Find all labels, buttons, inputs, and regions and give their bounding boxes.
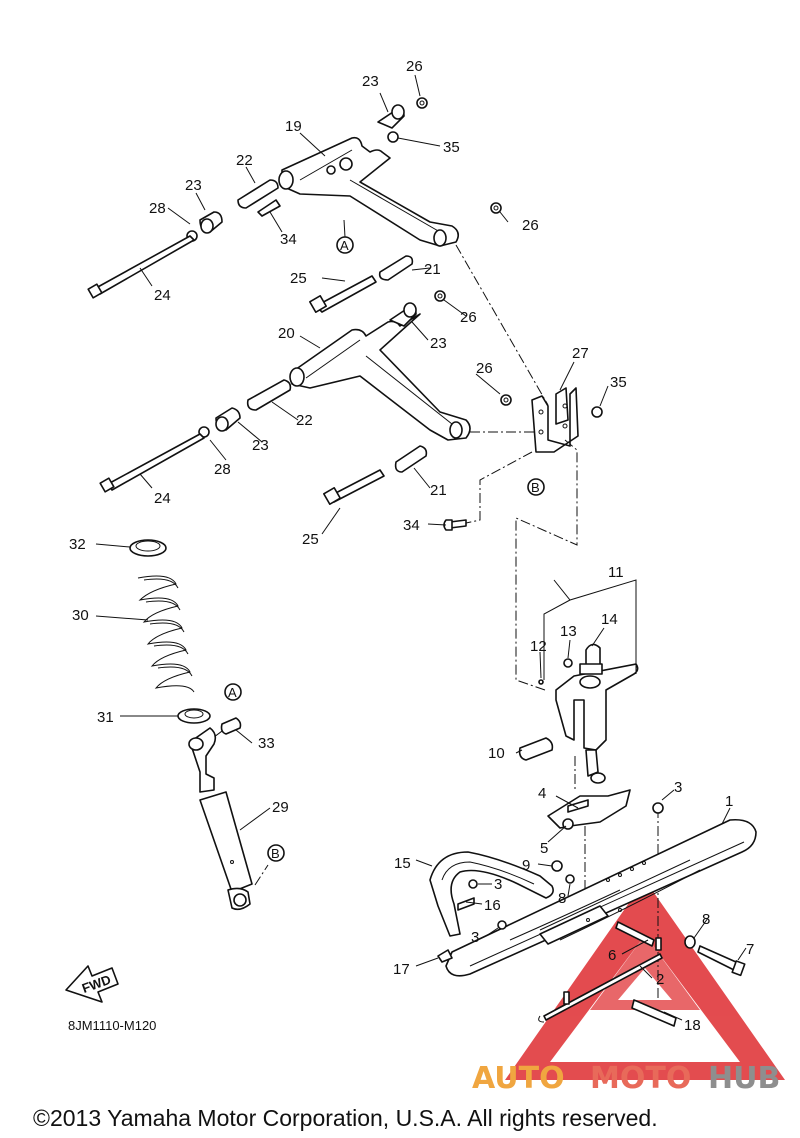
callout-26: 26 bbox=[522, 217, 539, 234]
callout-8: 8 bbox=[702, 911, 710, 928]
callout-16: 16 bbox=[484, 897, 501, 914]
lower-a-arm bbox=[289, 313, 471, 441]
callout-31: 31 bbox=[97, 709, 114, 726]
svg-text:B: B bbox=[271, 846, 280, 861]
callout-8: 8 bbox=[558, 890, 566, 907]
upper-a-arm bbox=[278, 136, 460, 247]
callout-9: 9 bbox=[522, 857, 530, 874]
callout-33: 33 bbox=[258, 735, 275, 752]
callout-23: 23 bbox=[430, 335, 447, 352]
callout-6: 6 bbox=[608, 947, 616, 964]
svg-text:A: A bbox=[340, 238, 349, 253]
callout-7: 7 bbox=[746, 941, 754, 958]
callout-18: 18 bbox=[684, 1017, 701, 1034]
marker-b-shock: B bbox=[267, 844, 285, 862]
svg-text:MOTO: MOTO bbox=[590, 1061, 691, 1096]
ski bbox=[445, 818, 757, 977]
shock-assembly bbox=[129, 539, 253, 911]
svg-text:AUTO: AUTO bbox=[472, 1061, 565, 1096]
spindle-assembly bbox=[518, 643, 639, 830]
callout-29: 29 bbox=[272, 799, 289, 816]
watermark-logo bbox=[505, 880, 785, 1080]
fwd-arrow: FWD bbox=[65, 965, 119, 1003]
callout-34: 34 bbox=[280, 231, 297, 248]
callout-3: 3 bbox=[674, 779, 682, 796]
callout-23: 23 bbox=[252, 437, 269, 454]
callout-19: 19 bbox=[285, 118, 302, 135]
callout-4: 4 bbox=[538, 785, 546, 802]
marker-a-upper: A bbox=[336, 236, 354, 254]
callout-2: 2 bbox=[656, 971, 664, 988]
callout-21: 21 bbox=[430, 482, 447, 499]
callout-17: 17 bbox=[393, 961, 410, 978]
callout-3: 3 bbox=[471, 929, 479, 946]
callout-12: 12 bbox=[530, 638, 547, 655]
callout-labels: 23 26 35 19 22 23 28 34 26 24 25 21 26 2… bbox=[69, 58, 754, 1034]
callout-35: 35 bbox=[610, 374, 627, 391]
callout-26: 26 bbox=[406, 58, 423, 75]
callout-34: 34 bbox=[403, 517, 420, 534]
callout-26: 26 bbox=[460, 309, 477, 326]
callout-13: 13 bbox=[560, 623, 577, 640]
callout-25: 25 bbox=[302, 531, 319, 548]
callout-24: 24 bbox=[154, 287, 171, 304]
callout-21: 21 bbox=[424, 261, 441, 278]
callout-25: 25 bbox=[290, 270, 307, 287]
callout-27: 27 bbox=[572, 345, 589, 362]
callout-35: 35 bbox=[443, 139, 460, 156]
callout-28: 28 bbox=[149, 200, 166, 217]
callout-11: 11 bbox=[608, 564, 624, 581]
svg-text:A: A bbox=[228, 685, 237, 700]
svg-text:HUB: HUB bbox=[708, 1061, 780, 1096]
diagram-code: 8JM1110-M120 bbox=[68, 1018, 156, 1033]
callout-14: 14 bbox=[601, 611, 618, 628]
svg-text:B: B bbox=[531, 480, 540, 495]
callout-3: 3 bbox=[494, 876, 502, 893]
callout-1: 1 bbox=[725, 793, 733, 810]
callout-5: 5 bbox=[540, 840, 548, 857]
copyright-notice: ©2013 Yamaha Motor Corporation, U.S.A. A… bbox=[33, 1105, 658, 1131]
callout-20: 20 bbox=[278, 325, 295, 342]
leader-lines bbox=[95, 74, 747, 1021]
callout-22: 22 bbox=[236, 152, 253, 169]
callout-32: 32 bbox=[69, 536, 86, 553]
callout-30: 30 bbox=[72, 607, 89, 624]
bracket-27 bbox=[531, 387, 603, 453]
callout-22: 22 bbox=[296, 412, 313, 429]
ski-handle bbox=[429, 851, 575, 963]
callout-26: 26 bbox=[476, 360, 493, 377]
callout-24: 24 bbox=[154, 490, 171, 507]
upper-hardware bbox=[87, 97, 502, 313]
marker-b-bracket: B bbox=[527, 478, 545, 496]
callout-15: 15 bbox=[394, 855, 411, 872]
callout-23: 23 bbox=[362, 73, 379, 90]
marker-a-shock: A bbox=[224, 683, 242, 701]
lower-hardware bbox=[99, 290, 512, 531]
callout-10: 10 bbox=[488, 745, 505, 762]
callout-28: 28 bbox=[214, 461, 231, 478]
reference-markers: A A B B bbox=[224, 236, 545, 862]
ski-hardware bbox=[538, 802, 746, 1027]
watermark-text: AUTO MOTO HUB bbox=[472, 1061, 780, 1096]
callout-23: 23 bbox=[185, 177, 202, 194]
